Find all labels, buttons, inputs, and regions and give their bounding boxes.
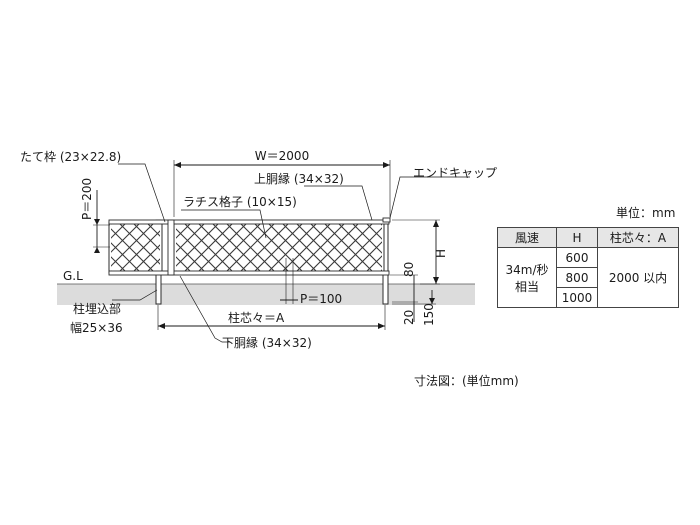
lattice-bar <box>119 224 160 265</box>
lattice-bar <box>111 224 126 239</box>
lattice-bar <box>111 270 112 271</box>
spec-table: 風速 H 柱芯々：A 34m/秒 相当 600 2000 以内 800 1000 <box>497 227 679 308</box>
upper-rail <box>108 219 390 225</box>
table-header-row: 風速 H 柱芯々：A <box>497 227 679 248</box>
lattice-bar <box>147 258 160 271</box>
lattice-bar <box>176 242 205 271</box>
vertical-frame <box>167 219 175 276</box>
unit-label: 単位：mm <box>616 206 676 220</box>
width-label: W＝2000 <box>255 149 309 163</box>
post-embed-label-line2: 幅25×36 <box>70 320 123 335</box>
lattice-bar <box>254 224 303 271</box>
lattice-left <box>111 224 160 271</box>
lattice-right <box>176 224 470 271</box>
post-embed-label-line1: 柱埋込部 <box>73 301 121 316</box>
lattice-bar <box>310 224 359 271</box>
gl-label: G.L <box>63 269 83 283</box>
lattice-bar <box>352 224 382 254</box>
upper-rail-label: 上胴縁 (34×32) <box>254 171 344 186</box>
header-h: H <box>556 227 598 248</box>
lattice-bar <box>240 224 289 271</box>
lattice-bar <box>423 224 470 271</box>
lattice-bar <box>111 256 126 271</box>
dim-150-label: 150 <box>422 303 436 326</box>
tate-waku-label: たて枠 (23×22.8) <box>20 150 121 164</box>
dim-20-label: 20 <box>402 310 416 325</box>
lattice-bar <box>198 224 247 271</box>
lattice-bar <box>296 224 345 271</box>
lattice-bar <box>147 224 160 237</box>
post-pitch-label: 柱芯々＝A <box>228 310 285 325</box>
lattice-bar <box>226 224 275 271</box>
post-pitch-cell: 2000 以内 <box>597 247 679 308</box>
lattice-bar <box>111 228 154 271</box>
lattice-bar <box>409 224 456 271</box>
h-value-600: 600 <box>556 247 598 268</box>
header-post-pitch: 柱芯々：A <box>597 227 679 248</box>
height-label: H <box>434 249 448 258</box>
lattice-bar <box>324 224 373 271</box>
lattice-bar <box>366 255 382 271</box>
pitch-vertical-label: P＝200 <box>80 178 94 220</box>
lattice-bar <box>176 228 219 271</box>
lattice-label: ラチス格子 (10×15) <box>183 194 297 209</box>
pitch-horizontal-label: P＝100 <box>300 292 342 306</box>
lattice-bar <box>212 224 261 271</box>
lattice-bar <box>111 224 112 225</box>
lattice-bar <box>268 224 317 271</box>
table-row: 34m/秒 相当 600 2000 以内 <box>497 247 679 308</box>
end-cap-label: エンドキャップ <box>413 166 497 180</box>
table-row: 1000 <box>498 287 679 308</box>
lower-rail <box>108 270 390 276</box>
wind-speed-cell: 34m/秒 相当 <box>497 247 557 308</box>
lattice-bar <box>338 224 382 268</box>
header-wind-speed: 風速 <box>497 227 557 248</box>
wind-speed-note: 相当 <box>514 279 539 294</box>
figure-caption: 寸法図：(単位mm) <box>414 374 519 388</box>
h-value-800: 800 <box>556 267 598 288</box>
lattice-bar <box>423 224 470 271</box>
lattice-bar <box>282 224 331 271</box>
end-cap <box>382 217 391 223</box>
dim-80-label: 80 <box>402 262 416 277</box>
lattice-bar <box>366 224 382 240</box>
lattice-bar <box>409 224 456 271</box>
lattice-bar <box>176 224 191 239</box>
lattice-bar <box>111 242 140 271</box>
lattice-bar <box>184 224 233 271</box>
lattice-bar <box>176 256 191 271</box>
lattice-bar <box>133 224 160 251</box>
h-value-1000: 1000 <box>556 287 598 308</box>
wind-speed-value: 34m/秒 <box>505 262 549 277</box>
table-row: 800 <box>498 267 679 288</box>
lower-rail-label: 下胴縁 (34×32) <box>222 335 312 350</box>
